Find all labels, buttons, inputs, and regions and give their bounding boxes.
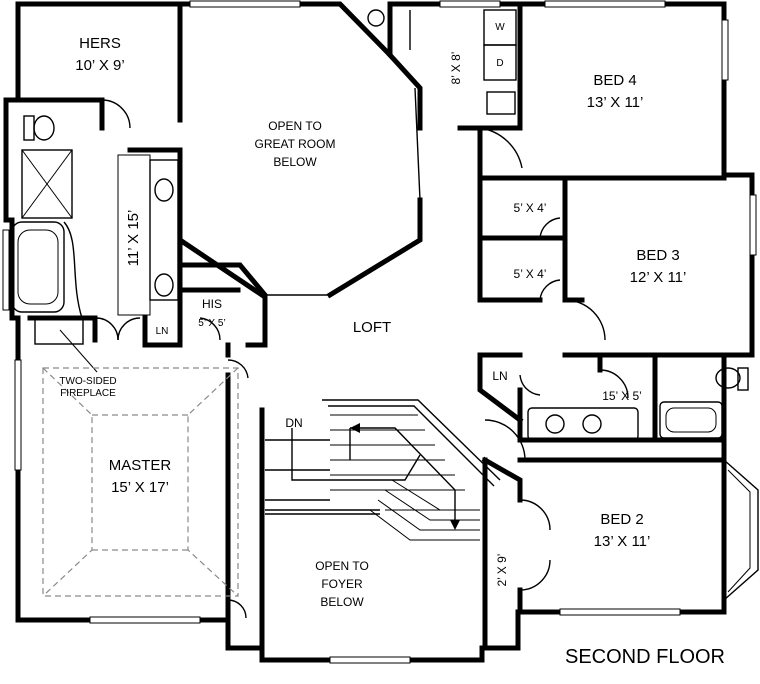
his-size: 5’ X 5’ xyxy=(198,318,225,329)
bed3-name: BED 3 xyxy=(636,247,679,264)
laundry-size: 8’ X 8’ xyxy=(449,52,463,85)
open-great-line2: GREAT ROOM xyxy=(255,137,336,151)
open-great-line1: OPEN TO xyxy=(268,119,322,133)
dryer-label: D xyxy=(496,58,503,69)
open-great-line3: BELOW xyxy=(273,155,317,169)
open-foyer-line1: OPEN TO xyxy=(315,559,369,573)
master-bath-size: 11’ X 15’ xyxy=(125,210,142,267)
stairs xyxy=(265,399,501,541)
closet-lower-size: 5’ X 4’ xyxy=(514,267,547,281)
master-size: 15’ X 17’ xyxy=(111,479,169,496)
fireplace-line1: TWO-SIDED xyxy=(59,376,116,387)
master-name: MASTER xyxy=(109,457,172,474)
closet-upper-size: 5’ X 4’ xyxy=(514,201,547,215)
washer-label: W xyxy=(495,22,505,33)
windows xyxy=(2,0,759,664)
hers-name: HERS xyxy=(79,35,121,52)
interior-walls xyxy=(15,1,727,651)
stairs-dn-label: DN xyxy=(285,416,302,430)
his-name: HIS xyxy=(202,297,222,311)
fireplace-line2: FIREPLACE xyxy=(60,388,116,399)
bed2-size: 13’ X 11’ xyxy=(594,533,651,550)
bed4-name: BED 4 xyxy=(593,72,636,89)
floor-title: SECOND FLOOR xyxy=(565,646,725,668)
master-details xyxy=(34,317,249,619)
open-foyer-line3: BELOW xyxy=(320,595,364,609)
open-foyer-line2: FOYER xyxy=(321,577,363,591)
bed2-name: BED 2 xyxy=(600,511,643,528)
ln-hall-label: LN xyxy=(492,369,507,383)
bed3-size: 12’ X 11’ xyxy=(630,269,687,286)
ln-master-label: LN xyxy=(156,326,169,337)
loft-name: LOFT xyxy=(353,319,391,336)
room-labels: HERS 10’ X 9’ 11’ X 15’ LN HIS 5’ X 5’ T… xyxy=(59,22,725,668)
bed2-closet-size: 2’ X 9’ xyxy=(495,554,509,587)
doors xyxy=(479,127,606,591)
bed4-size: 13’ X 11’ xyxy=(587,94,644,111)
bath-fixtures xyxy=(11,9,749,441)
bath-hall-size: 15’ X 5’ xyxy=(602,389,642,403)
hers-size: 10’ X 9’ xyxy=(75,57,124,74)
